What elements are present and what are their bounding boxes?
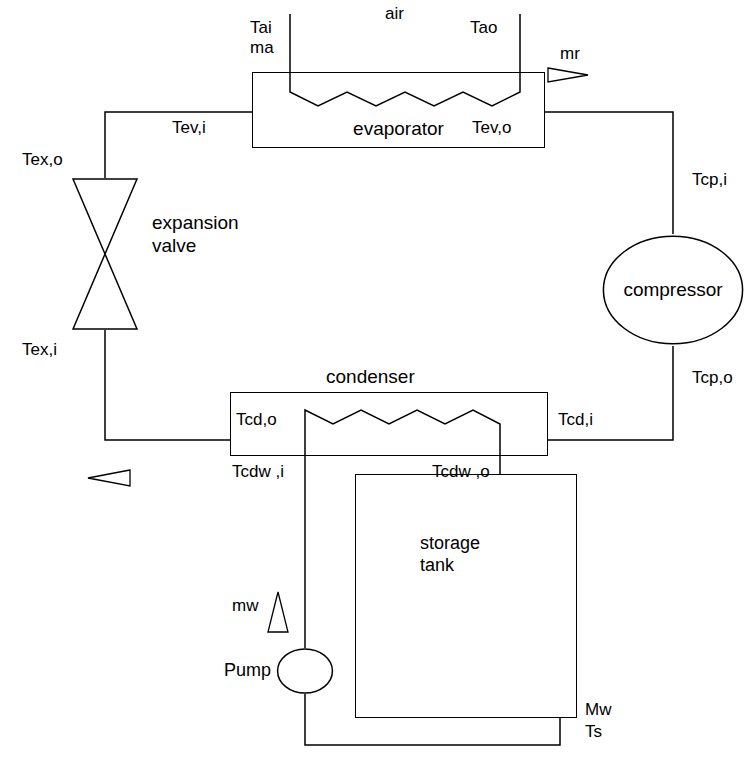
label-slot: Tcp,o [692,368,733,388]
label-slot: Ts [585,722,602,742]
label-slot: mr [560,44,580,64]
variable-label: Tev,o [472,118,511,138]
pipe-connector [305,694,560,745]
label-slot: Tcd,i [558,410,593,430]
label-slot: ma [250,38,274,58]
text-slot: storage tank [420,533,510,576]
variable-label: Tcdw ,i [232,462,284,482]
node-label: Pump [224,660,271,682]
variable-label: air [385,4,404,24]
variable-label: Tcp,i [692,170,727,190]
pipe-connector [304,456,306,648]
pipe-connector [105,112,252,178]
pipe-connector [545,112,673,234]
expansion-valve: expansion valve [72,178,138,330]
label-slot: Tcdw ,i [232,462,284,482]
label-slot: Tai [250,18,272,38]
label-slot: Tev,o [472,118,511,138]
text-slot: expansion valve [152,212,252,258]
node-label: expansion valve [152,212,252,258]
variable-label: Tai [250,18,272,38]
variable-label: Tev,i [172,118,206,138]
label-slot: Mw [585,700,611,720]
variable-label: Tcd,i [558,410,593,430]
ellipse-outline [277,648,333,694]
condenser-box: condenser [230,392,548,456]
node-label: storage tank [420,533,510,576]
variable-label: Tex,i [22,340,57,360]
variable-label: Tcp,o [692,368,733,388]
variable-label: Tcdw ,o [432,462,490,482]
variable-label: Ts [585,722,602,742]
pump-circle: Pump [277,648,333,694]
variable-label: Tex,o [22,150,63,170]
text-slot: Pump [224,660,271,682]
flow-triangle [268,592,288,632]
label-slot: Tev,i [172,118,206,138]
text-slot: compressor [602,279,744,302]
label-slot: Tcd,o [236,410,277,430]
pipe-connector [548,346,673,440]
label-slot: Tex,o [22,150,63,170]
label-slot: Tao [470,18,497,38]
valve-symbol [72,178,138,330]
pipe-connector [105,330,230,440]
valve-outline [73,179,137,329]
water-coil [305,410,500,456]
storage-tank: storage tank [355,474,577,718]
variable-label: Tao [470,18,497,38]
label-slot: Tcdw ,o [432,462,490,482]
label-slot: mw [232,596,258,616]
ellipse-shape [278,649,333,693]
flow-triangle [548,68,588,82]
variable-label: Mw [585,700,611,720]
label-slot: air [385,4,404,24]
node-label: condenser [326,366,415,389]
text-slot: condenser [326,366,415,389]
flow-triangle [88,470,130,486]
variable-label: mw [232,596,258,616]
label-slot: Tex,i [22,340,57,360]
air-coil [290,14,520,106]
compressor-circle: compressor [602,234,744,346]
ellipse-shape [603,236,742,344]
variable-label: mr [560,44,580,64]
pipe-connector [499,456,501,474]
variable-label: ma [250,38,274,58]
node-label: evaporator [353,118,444,141]
node-label: compressor [623,279,722,302]
variable-label: Tcd,o [236,410,277,430]
label-slot: Tcp,i [692,170,727,190]
